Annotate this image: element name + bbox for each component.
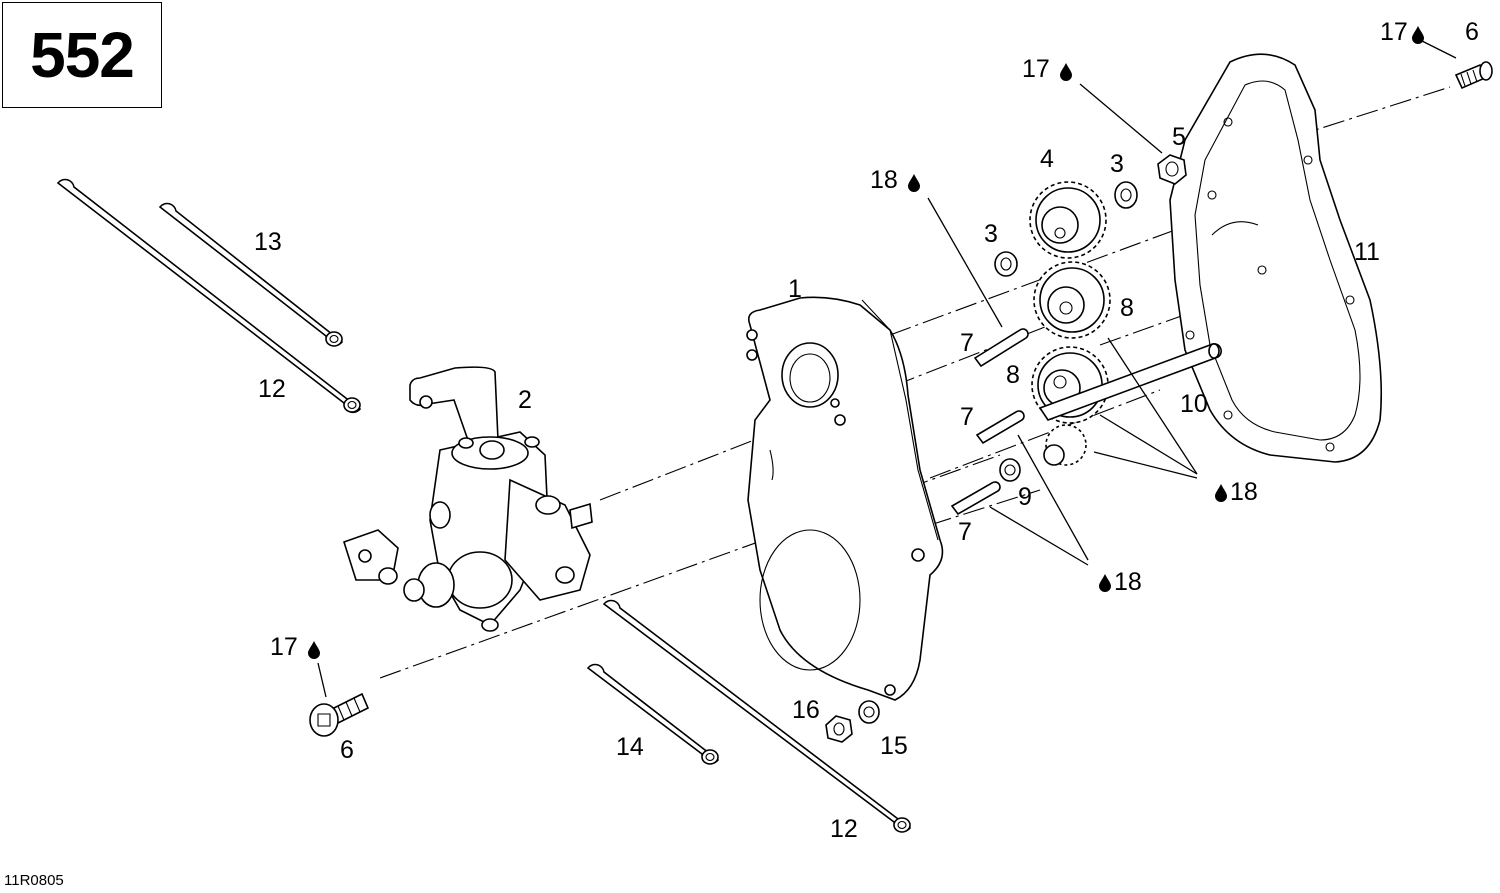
- pin-7-lower: [950, 481, 1001, 516]
- tube-13: [158, 202, 344, 347]
- callout-18b: 18: [1215, 478, 1258, 506]
- callout-12a: 12: [258, 375, 286, 403]
- gear-housing: [746, 296, 944, 701]
- callout-13: 13: [254, 228, 282, 256]
- svg-text:18: 18: [1114, 568, 1142, 596]
- diagram-number-box: 552: [2, 2, 162, 108]
- nut-16: [825, 715, 853, 743]
- pin-7-middle: [975, 410, 1025, 445]
- screw-6-upper: [1454, 61, 1493, 90]
- svg-text:17: 17: [1380, 18, 1408, 46]
- callout-2: 2: [518, 386, 532, 414]
- callout-4: 4: [1040, 145, 1054, 173]
- callout-17a: 17: [1380, 18, 1424, 46]
- callout-8a: 8: [1120, 294, 1134, 322]
- callout-1: 1: [788, 275, 802, 303]
- gear-8-upper: [1033, 261, 1111, 339]
- callout-7a: 7: [960, 329, 974, 357]
- callout-3b: 3: [984, 220, 998, 248]
- washer-3-b: [994, 251, 1018, 277]
- callout-7b: 7: [960, 403, 974, 431]
- svg-text:18: 18: [870, 166, 898, 194]
- washer-15: [858, 700, 880, 724]
- gear-4: [1029, 181, 1107, 259]
- callout-15: 15: [880, 732, 908, 760]
- oil-pump: [343, 366, 593, 632]
- washer-3-a: [1114, 181, 1138, 209]
- callout-7c: 7: [958, 518, 972, 546]
- tube-12-upper: [56, 178, 362, 414]
- gasket: [1169, 53, 1383, 463]
- callout-8b: 8: [1006, 361, 1020, 389]
- callout-3a: 3: [1110, 150, 1124, 178]
- screw-6-lower: [309, 692, 370, 737]
- callout-17b: 17: [1022, 55, 1072, 83]
- callout-17c: 17: [270, 633, 320, 661]
- pin-7-upper: [973, 328, 1029, 368]
- svg-text:17: 17: [270, 633, 298, 661]
- diagram-number: 552: [30, 19, 135, 91]
- callout-14: 14: [616, 733, 644, 761]
- tube-12-lower: [602, 599, 912, 833]
- callout-9: 9: [1018, 483, 1032, 511]
- tube-14: [586, 663, 720, 765]
- shaft: [1038, 342, 1222, 421]
- washer-9: [999, 458, 1021, 482]
- callout-5: 5: [1172, 123, 1186, 151]
- svg-text:17: 17: [1022, 55, 1050, 83]
- callout-6a: 6: [1465, 18, 1479, 46]
- callout-16: 16: [792, 696, 820, 724]
- leader-lines: [317, 39, 1457, 698]
- callout-11: 11: [1354, 238, 1380, 266]
- nut-5: [1157, 154, 1187, 185]
- callout-12b: 12: [830, 815, 858, 843]
- callout-10: 10: [1180, 390, 1208, 418]
- figure-code: 11R0805: [4, 872, 64, 889]
- callout-6b: 6: [340, 736, 354, 764]
- callout-18a: 18: [870, 166, 920, 194]
- svg-text:18: 18: [1230, 478, 1258, 506]
- callout-18c: 18: [1099, 568, 1142, 596]
- callouts: 17 6 17 5 4 3 18 3 11 13 1 8 7 8 12 2 10…: [254, 18, 1479, 843]
